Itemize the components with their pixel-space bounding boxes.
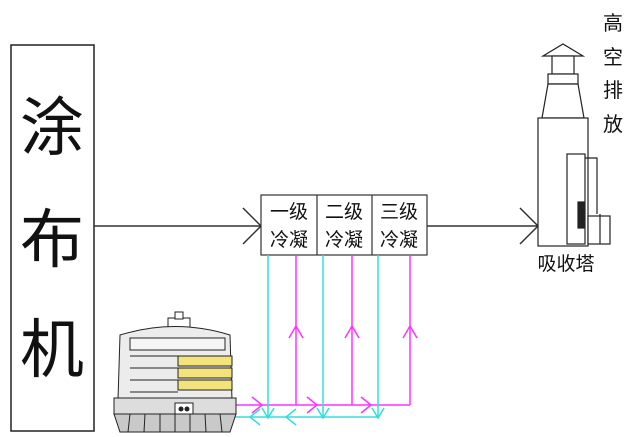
coater-block: 涂 布 机 [10, 44, 95, 432]
exhaust-char-3: 排 [603, 78, 623, 102]
cooling-tower-icon [113, 311, 237, 433]
flow-line-to-absorber [427, 207, 540, 245]
stage2-label-line1: 二级 [325, 201, 363, 223]
exhaust-label: 高 空 排 放 [603, 11, 623, 136]
absorber-label: 吸收塔 [537, 253, 594, 275]
coolant-return-pipes [233, 255, 385, 426]
exhaust-char-1: 高 [603, 11, 623, 35]
exhaust-char-4: 放 [603, 112, 623, 136]
coater-box [10, 44, 95, 432]
exhaust-char-2: 空 [603, 45, 623, 69]
stage1-label-line2: 冷凝 [270, 229, 308, 251]
flow-line-to-condenser [94, 207, 263, 245]
coater-label-char-1: 涂 [20, 92, 84, 166]
coater-label-char-3: 机 [20, 314, 84, 388]
stage3-label-line1: 三级 [380, 201, 418, 223]
coater-label-char-2: 布 [20, 204, 84, 278]
condenser-box [260, 194, 428, 256]
absorption-tower-icon [537, 43, 611, 247]
condenser-unit: 一级 冷凝 二级 冷凝 三级 冷凝 [260, 194, 428, 256]
coolant-supply-pipes [233, 255, 418, 414]
stage2-label-line2: 冷凝 [325, 229, 363, 251]
stage3-label-line2: 冷凝 [380, 229, 418, 251]
stage1-label-line1: 一级 [270, 201, 308, 223]
